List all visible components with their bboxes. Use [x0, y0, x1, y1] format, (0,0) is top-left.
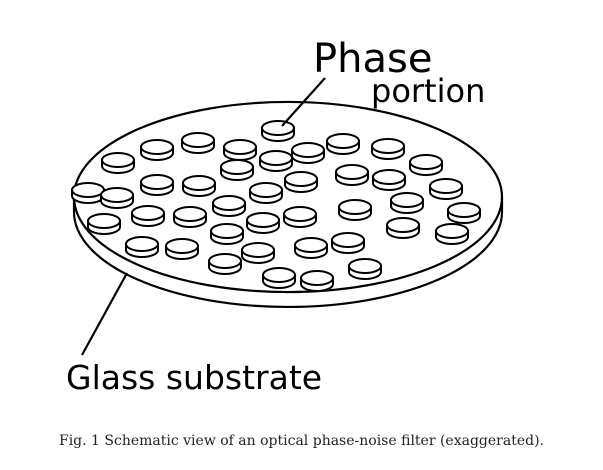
phase-portion-disc — [212, 195, 246, 217]
phase-portions — [71, 120, 481, 292]
phase-portion-disc — [125, 236, 159, 258]
phase-portion-disc — [100, 187, 134, 209]
phase-portion-disc — [371, 138, 405, 160]
phase-portion-disc — [283, 206, 317, 228]
phase-portion-disc — [241, 242, 275, 264]
phase-portion-disc — [208, 253, 242, 275]
phase-portion-disc — [182, 175, 216, 197]
phase-portion-disc — [140, 139, 174, 161]
phase-portion-leader-line — [281, 77, 326, 127]
phase-portion-disc — [372, 169, 406, 191]
phase-portion-disc — [331, 232, 365, 254]
phase-portion-disc — [386, 217, 420, 239]
phase-portion-disc — [140, 174, 174, 196]
phase-portion-disc — [223, 139, 257, 161]
phase-portion-disc — [173, 206, 207, 228]
substrate-label: Glass substrate — [66, 358, 322, 397]
phase-portion-disc — [284, 171, 318, 193]
phase-portion-label-line2: portion — [371, 72, 485, 110]
phase-portion-disc — [259, 150, 293, 172]
phase-portion-disc — [246, 212, 280, 234]
phase-portion-disc — [261, 120, 295, 142]
figure-caption: Fig. 1 Schematic view of an optical phas… — [58, 433, 544, 449]
substrate-leader-line — [81, 272, 128, 356]
phase-portion-disc — [165, 238, 199, 260]
phase-portion-disc — [409, 154, 443, 176]
phase-portion-disc — [181, 132, 215, 154]
phase-portion-disc — [131, 205, 165, 227]
phase-portion-disc — [335, 164, 369, 186]
phase-portion-disc — [71, 182, 105, 204]
phase-portion-disc — [348, 258, 382, 280]
phase-portion-disc — [220, 159, 254, 181]
phase-portion-disc — [429, 178, 463, 200]
phase-portion-disc — [326, 133, 360, 155]
phase-portion-disc — [300, 270, 334, 292]
phase-portion-disc — [294, 237, 328, 259]
phase-portion-disc — [291, 142, 325, 164]
phase-portion-disc — [262, 267, 296, 289]
phase-portion-disc — [435, 223, 469, 245]
phase-portion-label-line1: Phase — [313, 36, 432, 82]
phase-portion-disc — [447, 202, 481, 224]
phase-portion-disc — [249, 182, 283, 204]
phase-portion-disc — [338, 199, 372, 221]
phase-portion-disc — [210, 223, 244, 245]
phase-portion-disc — [101, 152, 135, 174]
substrate-edge — [72, 197, 504, 309]
phase-portion-disc — [390, 192, 424, 214]
phase-portion-disc — [87, 213, 121, 235]
